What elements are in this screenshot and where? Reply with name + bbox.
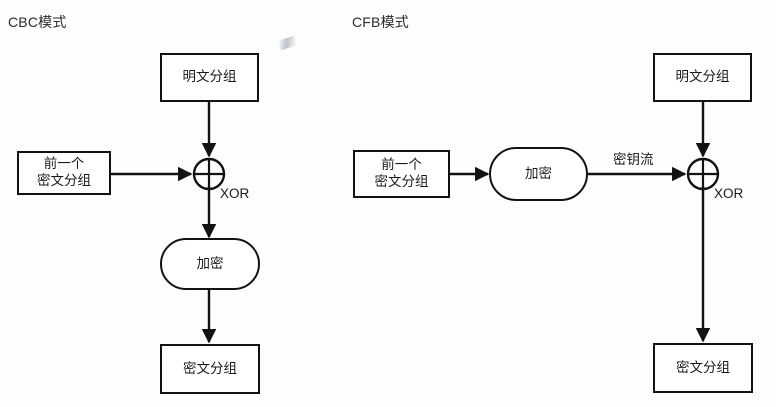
cbc-node-plaintext: 明文分组	[160, 53, 259, 102]
cfb-xor-label: XOR	[714, 186, 744, 201]
cfb-keystream-label: 密钥流	[613, 152, 654, 167]
panel-title-cbc: CBC模式	[8, 14, 67, 30]
cbc-node-ciphertext: 密文分组	[160, 344, 260, 394]
cbc-node-encrypt: 加密	[160, 238, 260, 290]
panel-title-cfb: CFB模式	[352, 14, 409, 30]
cbc-node-prev-ciphertext: 前一个 密文分组	[17, 151, 111, 195]
cfb-node-plaintext: 明文分组	[653, 53, 752, 102]
cfb-node-encrypt: 加密	[489, 147, 588, 201]
cfb-node-prev-ciphertext: 前一个 密文分组	[353, 150, 450, 198]
cbc-xor-label: XOR	[220, 186, 250, 201]
cfb-node-ciphertext: 密文分组	[653, 343, 753, 393]
